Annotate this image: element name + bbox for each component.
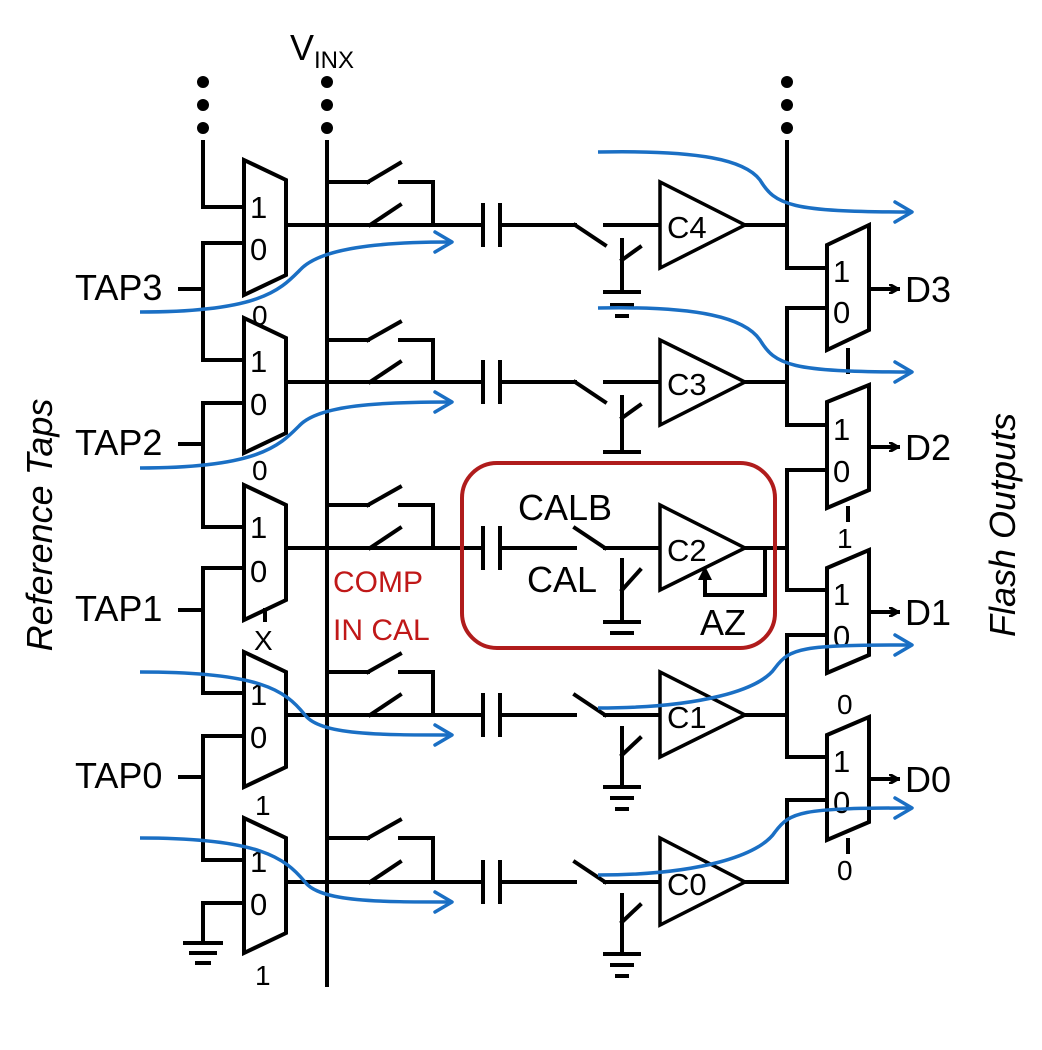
svg-text:0: 0 <box>250 387 267 422</box>
left-mux: 1 0 0 <box>242 156 288 331</box>
svg-text:0: 0 <box>250 887 267 922</box>
svg-text:1: 1 <box>250 510 267 545</box>
svg-text:1: 1 <box>250 344 267 379</box>
mux-select-label: 0 <box>837 855 853 886</box>
mux-select-label: 1 <box>255 960 271 991</box>
output-mux: 1 0 1 D2 <box>825 382 951 554</box>
svg-text:1: 1 <box>833 412 850 447</box>
svg-text:0: 0 <box>833 454 850 489</box>
mux-select-label: 0 <box>252 455 268 486</box>
left-mux: 1 0 0 <box>242 314 288 486</box>
svg-text:1: 1 <box>833 254 850 289</box>
flash-outputs-label: Flash Outputs <box>982 413 1023 637</box>
left-mux: 1 0 X <box>242 481 288 656</box>
cal-label: CAL <box>527 559 597 600</box>
comp-in-cal-label: IN CAL <box>333 614 430 647</box>
mux-select-label: 0 <box>837 689 853 720</box>
mux-select-label: 1 <box>255 790 271 821</box>
output-label: D2 <box>905 427 951 468</box>
continuation-dots-right <box>781 76 793 134</box>
comparator-row: C2 <box>284 484 789 635</box>
output-mux: 1 0 0 D1 <box>825 546 951 720</box>
calb-label: CALB <box>518 487 612 528</box>
comparator-label: C0 <box>667 867 707 902</box>
comparator-label: C2 <box>667 533 707 568</box>
mux-select-label: X <box>254 625 273 656</box>
left-mux: 1 0 1 <box>242 648 288 821</box>
output-label: D3 <box>905 269 951 310</box>
continuation-dots-vin <box>321 76 333 134</box>
tap-label: TAP3 <box>75 267 162 308</box>
output-mux: 1 0 0 D0 <box>825 713 951 886</box>
continuation-dots-left <box>197 76 209 134</box>
output-label: D1 <box>905 592 951 633</box>
vin-label: VINX <box>290 27 354 74</box>
svg-text:1: 1 <box>833 744 850 779</box>
output-mux: 1 0 D3 <box>825 221 951 374</box>
flow-arrows <box>139 150 914 914</box>
output-label: D0 <box>905 759 951 800</box>
comparator-label: C4 <box>667 210 707 245</box>
calibration-box <box>460 461 777 650</box>
tap-label: TAP1 <box>75 588 162 629</box>
tap-label: TAP2 <box>75 422 162 463</box>
svg-text:0: 0 <box>833 295 850 330</box>
comparator-row: C0 <box>284 817 789 978</box>
svg-text:0: 0 <box>833 785 850 820</box>
comparator-label: C3 <box>667 367 707 402</box>
az-label: AZ <box>700 602 746 643</box>
reference-taps-label: Reference Taps <box>19 399 60 652</box>
svg-text:1: 1 <box>250 190 267 225</box>
comp-in-cal-label: COMP <box>333 566 423 599</box>
svg-text:0: 0 <box>250 232 267 267</box>
svg-text:0: 0 <box>833 619 850 654</box>
output-mux-wiring <box>785 140 829 884</box>
mux-select-label: 1 <box>837 523 853 554</box>
svg-text:1: 1 <box>833 577 850 612</box>
left-mux: 1 0 1 <box>242 814 288 991</box>
svg-text:0: 0 <box>250 554 267 589</box>
tap-label: TAP0 <box>75 755 162 796</box>
svg-text:0: 0 <box>250 720 267 755</box>
comparator-row: C4 <box>284 160 789 318</box>
comparator-row: C3 <box>284 319 789 465</box>
